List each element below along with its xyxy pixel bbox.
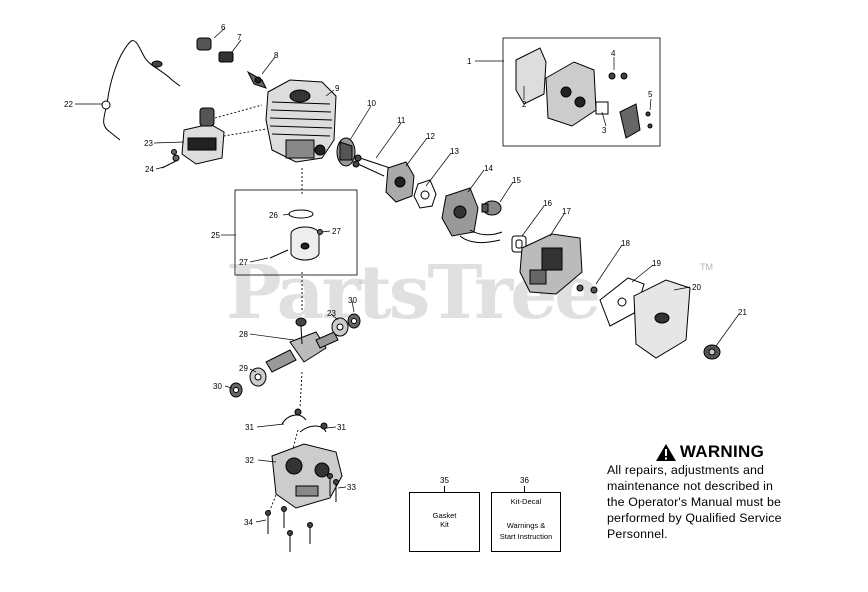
- kit-35-gasket-box: Gasket Kit: [409, 492, 480, 552]
- callout-30-right: 30: [348, 296, 357, 305]
- warning-line: performed by Qualified Service: [607, 511, 782, 525]
- callout-24: 24: [145, 165, 154, 174]
- part-bearing-23: [331, 317, 349, 337]
- callout-31-left: 31: [245, 423, 254, 432]
- callout-14: 14: [484, 164, 493, 173]
- part-spark-boot: [196, 37, 234, 63]
- kit-36-leader: [524, 486, 525, 492]
- callout-33: 33: [347, 483, 356, 492]
- callout-10: 10: [367, 99, 376, 108]
- part-intake-boot: [336, 137, 356, 167]
- callout-2: 2: [522, 100, 527, 109]
- part-nuts-18: [576, 284, 598, 294]
- callout-leader-lines: [75, 27, 740, 523]
- warning-header: WARNING: [597, 442, 822, 462]
- callout-12: 12: [426, 132, 435, 141]
- part-gasket-13: [413, 179, 437, 209]
- callout-21: 21: [738, 308, 747, 317]
- callout-numbers: 1 2 3 4 5 6 7 8 9 10 11 12 13 14 15 16 1…: [64, 23, 747, 527]
- part-ignition-wire: [101, 40, 181, 141]
- callout-9: 9: [335, 84, 340, 93]
- callout-31-right: 31: [337, 423, 346, 432]
- callout-30-left: 30: [213, 382, 222, 391]
- callout-28: 28: [239, 330, 248, 339]
- shroud-group-box: [502, 37, 661, 147]
- warning-text: All repairs, adjustments and maintenance…: [607, 462, 822, 542]
- callout-3: 3: [602, 126, 607, 135]
- warning-line: the Operator's Manual must be: [607, 495, 782, 509]
- kit-35-line: Kit: [440, 520, 449, 529]
- part-bearing-29: [249, 367, 267, 387]
- callout-6: 6: [221, 23, 226, 32]
- callout-27-left: 27: [239, 258, 248, 267]
- callout-34: 34: [244, 518, 253, 527]
- warning-title: WARNING: [679, 442, 765, 461]
- part-carb-adapter: [385, 161, 415, 203]
- callout-19: 19: [652, 259, 661, 268]
- kit-36-line: Warnings &: [506, 521, 546, 530]
- part-screws-34: [265, 506, 313, 552]
- warning-line: All repairs, adjustments and: [607, 463, 765, 477]
- part-primer-bulb: [481, 200, 502, 216]
- piston-group-box: [234, 189, 358, 276]
- part-seal-30-left: [229, 382, 243, 398]
- callout-5: 5: [648, 90, 653, 99]
- callout-7: 7: [237, 33, 242, 42]
- part-seal-30-right: [347, 313, 361, 329]
- part-crankcase: [271, 443, 343, 509]
- callout-16: 16: [543, 199, 552, 208]
- part-screws-11: [352, 154, 391, 177]
- part-gasket-16: [511, 235, 527, 253]
- part-carburetor: [441, 187, 503, 244]
- callout-25: 25: [211, 231, 220, 240]
- part-cylinder: [265, 79, 337, 163]
- callout-23-bearing: 23: [327, 309, 336, 318]
- part-spark-plug: [246, 70, 267, 89]
- part-ignition-module: [181, 107, 225, 165]
- callout-8: 8: [274, 51, 279, 60]
- part-shroud-group: [515, 47, 653, 139]
- callout-27-right: 27: [332, 227, 341, 236]
- callout-23: 23: [144, 139, 153, 148]
- callout-18: 18: [621, 239, 630, 248]
- kit-36-line: Start Instruction: [499, 532, 553, 541]
- kit-36-line: Kit-Decal: [510, 497, 542, 506]
- callout-4: 4: [611, 49, 616, 58]
- warning-line: maintenance not described in: [607, 479, 774, 493]
- callout-13: 13: [450, 147, 459, 156]
- part-air-box: [519, 233, 583, 295]
- part-crankshaft: [265, 317, 339, 373]
- callout-32: 32: [245, 456, 254, 465]
- callout-1: 1: [467, 57, 472, 66]
- warning-line: Personnel.: [607, 527, 668, 541]
- part-screws-33: [327, 473, 339, 502]
- callout-17: 17: [562, 207, 571, 216]
- part-clips-31: [281, 408, 328, 433]
- warning-triangle-icon: [655, 443, 676, 461]
- callout-20: 20: [692, 283, 701, 292]
- callout-15: 15: [512, 176, 521, 185]
- callout-26: 26: [269, 211, 278, 220]
- watermark-trademark: TM: [700, 262, 713, 272]
- callout-29: 29: [239, 364, 248, 373]
- kit-36-number: 36: [520, 476, 529, 485]
- callout-22: 22: [64, 100, 73, 109]
- kit-35-line: Gasket: [432, 511, 457, 520]
- kit-35-number: 35: [440, 476, 449, 485]
- warning-notice: WARNING All repairs, adjustments and mai…: [607, 442, 822, 542]
- part-screw-24: [161, 149, 180, 169]
- kit-36-decal-box: Kit-Decal Warnings & Start Instruction: [491, 492, 561, 552]
- kit-35-leader: [444, 486, 445, 492]
- callout-11: 11: [397, 116, 406, 125]
- part-knob: [703, 344, 721, 360]
- part-air-filter-cover: [633, 279, 691, 359]
- part-filter-plate: [599, 277, 645, 327]
